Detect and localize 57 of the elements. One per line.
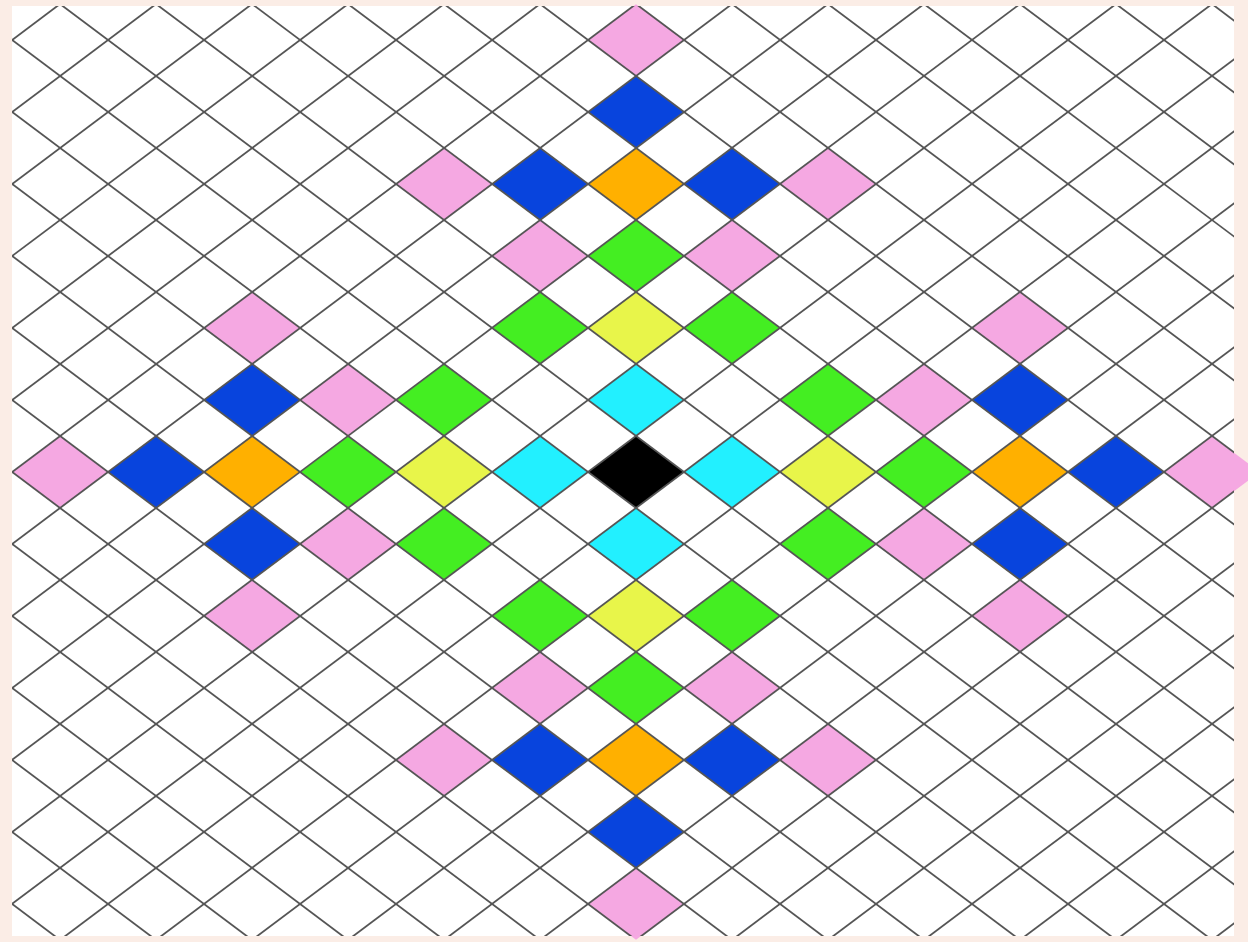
diamond-cell [972, 508, 1068, 580]
diamond-cell [492, 220, 588, 292]
diamond-cell [204, 580, 300, 652]
diamond-cell [588, 580, 684, 652]
diamond-cell [684, 148, 780, 220]
diamond-cell [684, 652, 780, 724]
diamond-cell [588, 364, 684, 436]
diamond-cell [972, 364, 1068, 436]
diamond-cell [12, 436, 108, 508]
diamond-cell [492, 580, 588, 652]
diamond-cell [780, 508, 876, 580]
diamond-cell [780, 724, 876, 796]
diamond-cell [588, 508, 684, 580]
diamond-cell [492, 436, 588, 508]
diamond-cell [876, 364, 972, 436]
diamond-cell [876, 436, 972, 508]
diamond-cell [684, 220, 780, 292]
diamond-cell [204, 292, 300, 364]
diamond-cell [396, 364, 492, 436]
diamond-cell [396, 508, 492, 580]
diamond-cell [204, 364, 300, 436]
diamond-cell [780, 148, 876, 220]
diamond-cell [972, 580, 1068, 652]
diamond-cell [972, 436, 1068, 508]
diamond-cell [684, 292, 780, 364]
diamond-cell [396, 724, 492, 796]
diamond-cell [492, 148, 588, 220]
diamond-cell [1164, 436, 1248, 508]
diamond-cell [108, 436, 204, 508]
diamond-cell [972, 292, 1068, 364]
diamond-cell [396, 436, 492, 508]
diamond-cell [588, 436, 684, 508]
diamond-cell [588, 4, 684, 76]
diamond-cell [396, 148, 492, 220]
diamond-cell [684, 580, 780, 652]
diamond-cell [588, 220, 684, 292]
diamond-cell [684, 724, 780, 796]
diamond-cell [300, 508, 396, 580]
diamond-cell [876, 508, 972, 580]
diamond-cell [204, 436, 300, 508]
diamond-cell [588, 652, 684, 724]
diamond-cell [492, 292, 588, 364]
diamond-cell [492, 724, 588, 796]
diamond-cell [684, 436, 780, 508]
diamond-cell [300, 364, 396, 436]
diamond-cell [588, 292, 684, 364]
diamond-cell [780, 364, 876, 436]
diamond-cell [588, 868, 684, 940]
diamond-cell [588, 724, 684, 796]
diamond-cell [780, 436, 876, 508]
diamond-cell [588, 76, 684, 148]
diamond-cell [588, 148, 684, 220]
diamond-cell [492, 652, 588, 724]
diamond-cell [300, 436, 396, 508]
diamond-cell [1068, 436, 1164, 508]
diamond-cell [588, 796, 684, 868]
diamond-cell [204, 508, 300, 580]
